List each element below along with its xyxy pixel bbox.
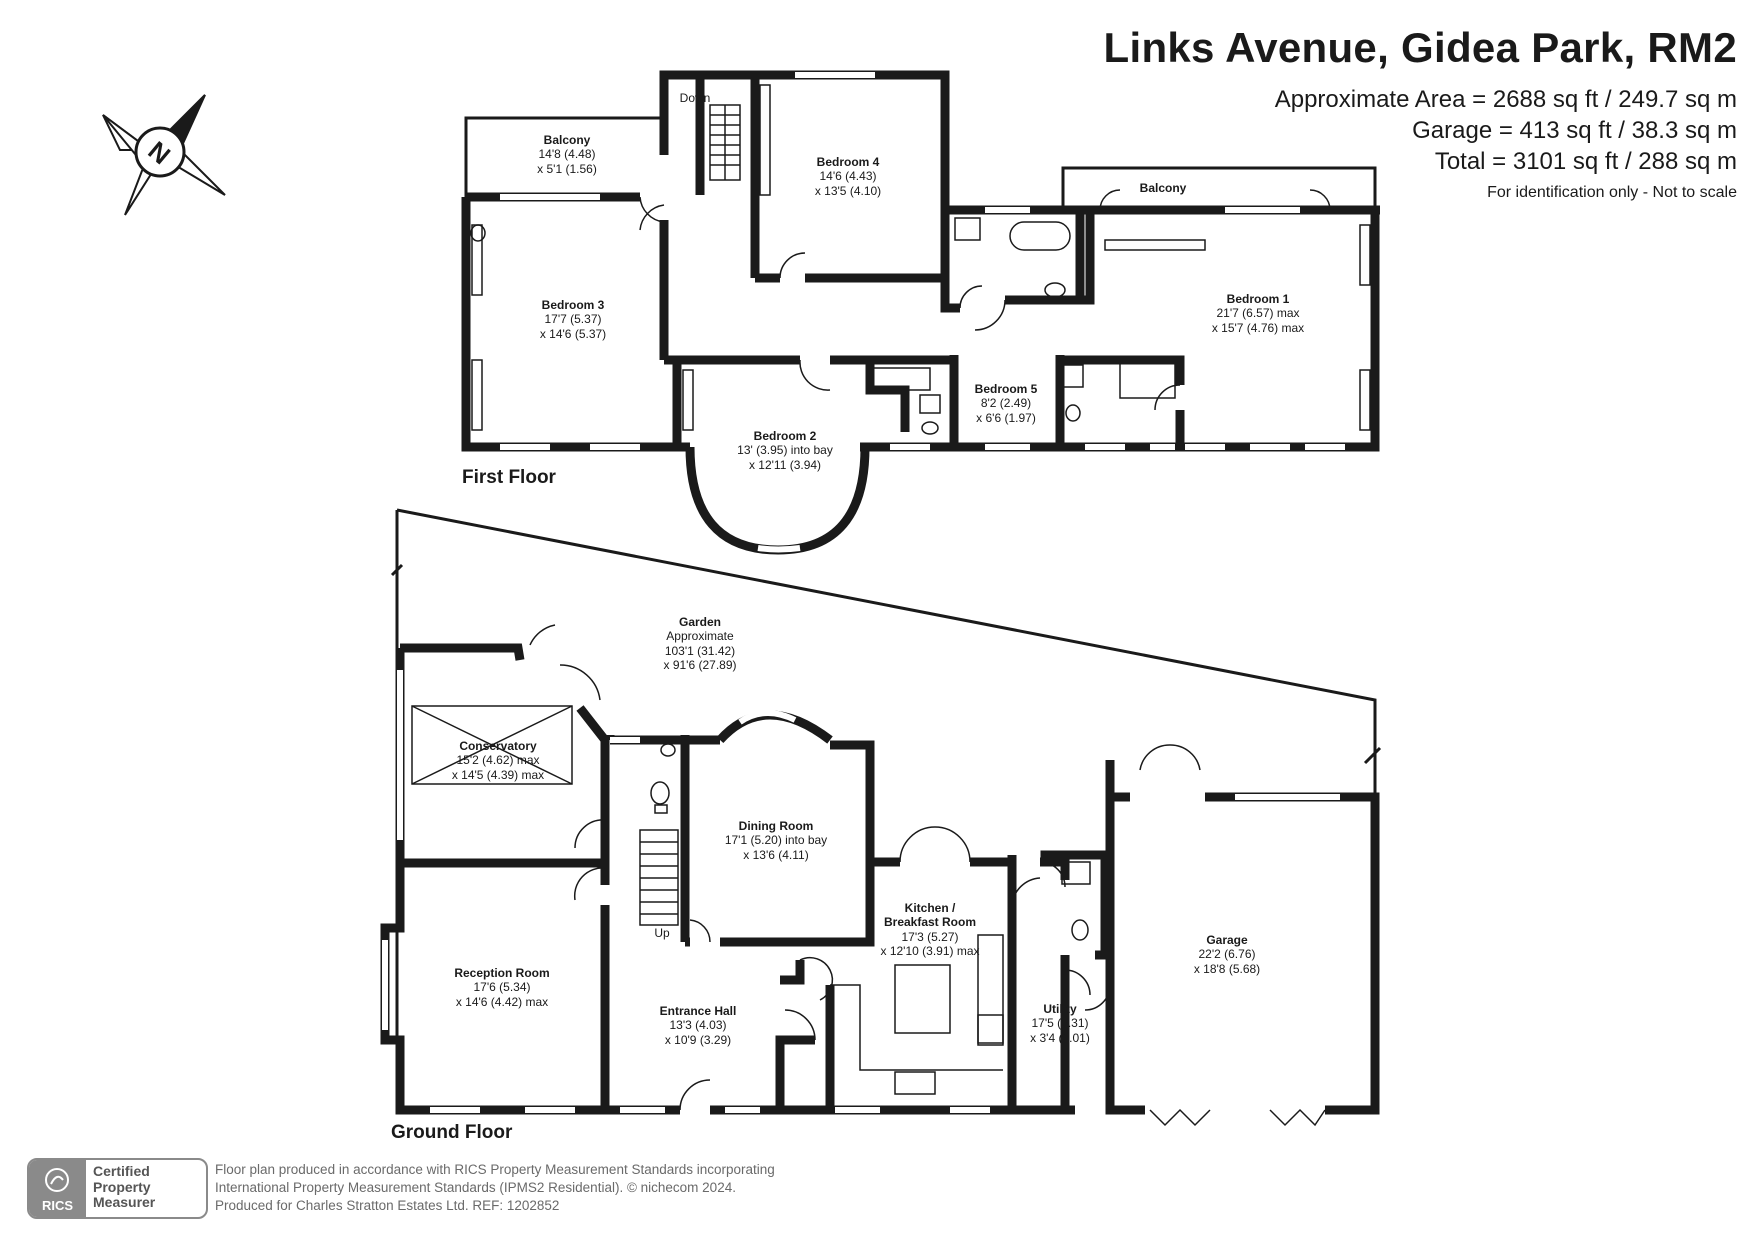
total-area: Total = 3101 sq ft / 288 sq m <box>1434 148 1737 175</box>
first-floor-label: First Floor <box>462 467 556 488</box>
compass-icon: N <box>102 94 226 216</box>
garage-area: Garage = 413 sq ft / 38.3 sq m <box>1412 117 1737 144</box>
rics-badge-text: Certified Property Measurer <box>93 1163 156 1211</box>
rics-logo: RICS <box>29 1160 86 1217</box>
property-title: Links Avenue, Gidea Park, RM2 <box>1103 24 1737 71</box>
ground-floor-label: Ground Floor <box>391 1122 513 1143</box>
lion-icon <box>45 1168 69 1192</box>
room-balcony-large: Balcony <box>1139 181 1187 195</box>
rics-badge: RICS Certified Property Measurer <box>27 1158 208 1219</box>
footer-text: Floor plan produced in accordance with R… <box>215 1162 775 1214</box>
scale-note: For identification only - Not to scale <box>1487 184 1737 201</box>
stairs-up-label: Up <box>654 926 670 940</box>
ground-floor-plan <box>380 508 1382 1127</box>
first-floor-plan <box>461 70 1380 555</box>
stairs-down-label: Down <box>679 91 711 105</box>
approximate-area: Approximate Area = 2688 sq ft / 249.7 sq… <box>1274 86 1737 113</box>
